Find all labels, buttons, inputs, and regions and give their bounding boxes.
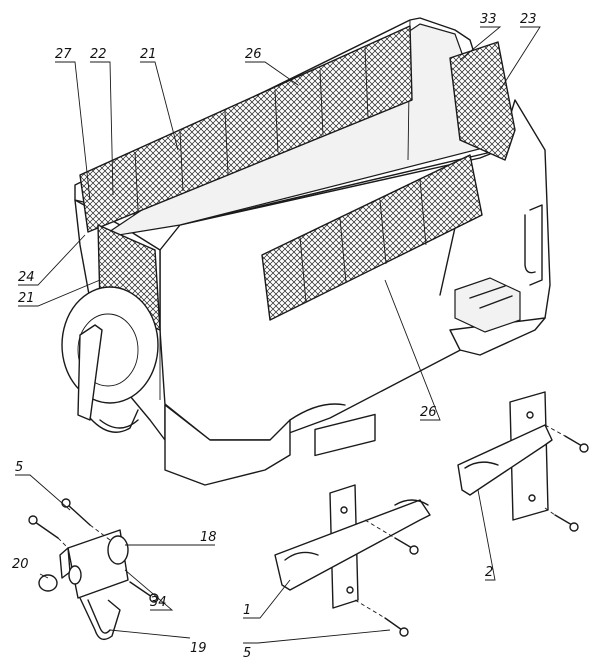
callout-20: 20 bbox=[12, 557, 29, 572]
callout-21-top: 21 bbox=[140, 47, 157, 62]
callout-18: 18 bbox=[200, 530, 217, 545]
callout-19: 19 bbox=[190, 641, 207, 656]
callout-22: 22 bbox=[90, 47, 107, 62]
spare-wheel bbox=[61, 286, 159, 433]
callout-26-top: 26 bbox=[245, 47, 262, 62]
callout-1: 1 bbox=[243, 603, 251, 618]
callout-5-left: 5 bbox=[15, 460, 23, 475]
bracket-assembly-left bbox=[28, 498, 159, 641]
callout-34: 34 bbox=[150, 595, 167, 610]
callout-26-bottom: 26 bbox=[420, 405, 437, 420]
bracket-2 bbox=[457, 391, 589, 532]
callout-23: 23 bbox=[520, 12, 537, 27]
callout-21-left: 21 bbox=[18, 291, 35, 306]
leader-lines bbox=[15, 26, 541, 644]
bracket-1 bbox=[274, 484, 431, 637]
callout-5-bottom: 5 bbox=[243, 646, 251, 661]
callout-33: 33 bbox=[480, 12, 497, 27]
callout-labels: 27 22 21 26 33 23 24 21 26 5 18 20 34 19… bbox=[12, 12, 537, 661]
callout-27: 27 bbox=[55, 47, 72, 62]
callout-24: 24 bbox=[18, 270, 35, 285]
callout-2: 2 bbox=[485, 565, 493, 580]
